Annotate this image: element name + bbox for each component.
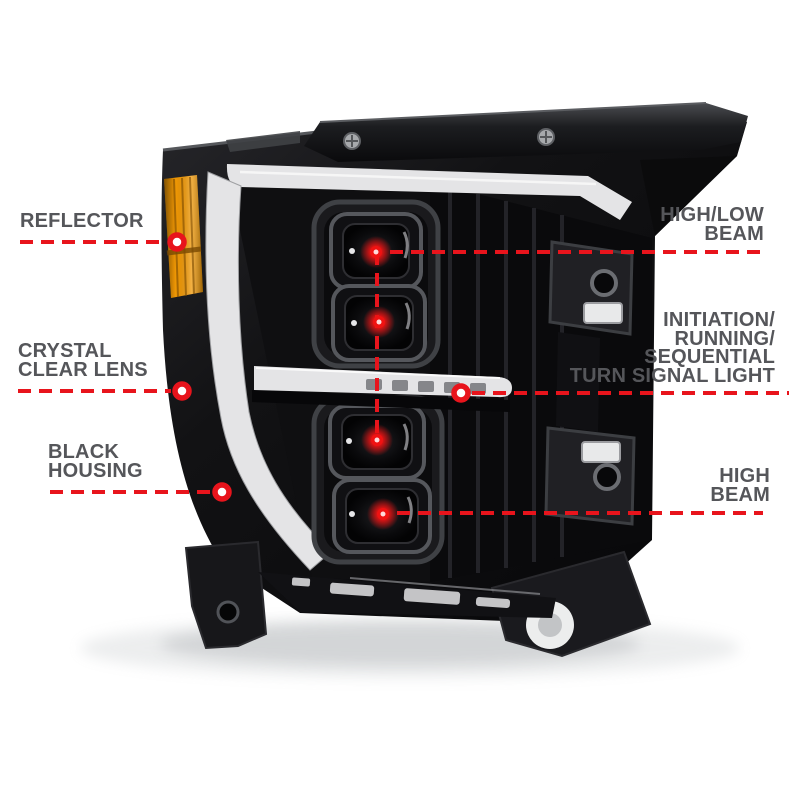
bracket-screw-right <box>537 128 555 146</box>
callout-crystal-line-1: CRYSTAL <box>18 340 112 362</box>
left-mounting-foot <box>184 540 268 650</box>
bracket-slot-upper <box>583 302 623 324</box>
callout-housing-line-2: HOUSING <box>48 459 143 482</box>
bracket-slot-lower <box>581 441 621 463</box>
callout-turn-line-1: INITIATION/ <box>663 309 775 331</box>
bottom-lens-edge <box>258 572 556 618</box>
callout-black-housing: BLACK HOUSING <box>48 441 143 482</box>
ring-marker-turn-signal <box>451 383 471 403</box>
callout-high-low-beam: HIGH/LOW BEAM <box>660 204 764 245</box>
callout-crystal-clear-lens: CRYSTAL CLEAR LENS <box>18 340 148 381</box>
bracket-hole-upper <box>590 269 618 297</box>
projector-pod-bottom <box>311 395 445 565</box>
callout-highlow-line-2: BEAM <box>704 222 764 245</box>
glow-marker-high-beam-1 <box>361 424 393 456</box>
drl-strip <box>205 164 632 571</box>
callout-reflector-line: REFLECTOR <box>20 210 144 232</box>
callout-crystal-line-2: CLEAR LENS <box>18 358 148 381</box>
glow-marker-high-low-2 <box>363 306 395 338</box>
callout-high-beam: HIGH BEAM <box>710 465 770 506</box>
drl-strip-left <box>205 171 332 571</box>
callout-turn-line-3: SEQUENTIAL <box>644 346 775 368</box>
ring-marker-crystal-clear-lens <box>172 381 192 401</box>
side-brackets <box>544 240 636 526</box>
bracket-hole-lower <box>593 463 621 491</box>
glow-marker-high-low-1 <box>360 236 392 268</box>
callout-reflector: REFLECTOR <box>20 210 144 232</box>
grommet-inner <box>538 613 562 637</box>
ring-marker-black-housing <box>212 482 232 502</box>
turn-signal-light-bar <box>252 366 512 412</box>
callout-turn-line-2: RUNNING/ <box>674 327 775 350</box>
drl-strip-top <box>226 164 632 220</box>
ring-marker-reflector <box>167 232 187 252</box>
callout-highbeam-line-1: HIGH <box>719 465 770 487</box>
callout-turn-line-4: TURN SIGNAL LIGHT <box>569 364 775 387</box>
callout-highbeam-line-2: BEAM <box>710 483 770 506</box>
bracket-screw-left <box>343 132 361 150</box>
annotations <box>18 232 789 530</box>
callout-highlow-line-1: HIGH/LOW <box>660 204 764 226</box>
left-foot-hole <box>216 600 240 624</box>
callout-housing-line-1: BLACK <box>48 441 119 463</box>
glow-marker-high-beam-2 <box>367 498 399 530</box>
top-bracket <box>226 102 748 162</box>
callout-turn-signal: INITIATION/ RUNNING/ SEQUENTIAL TURN SIG… <box>569 309 775 387</box>
